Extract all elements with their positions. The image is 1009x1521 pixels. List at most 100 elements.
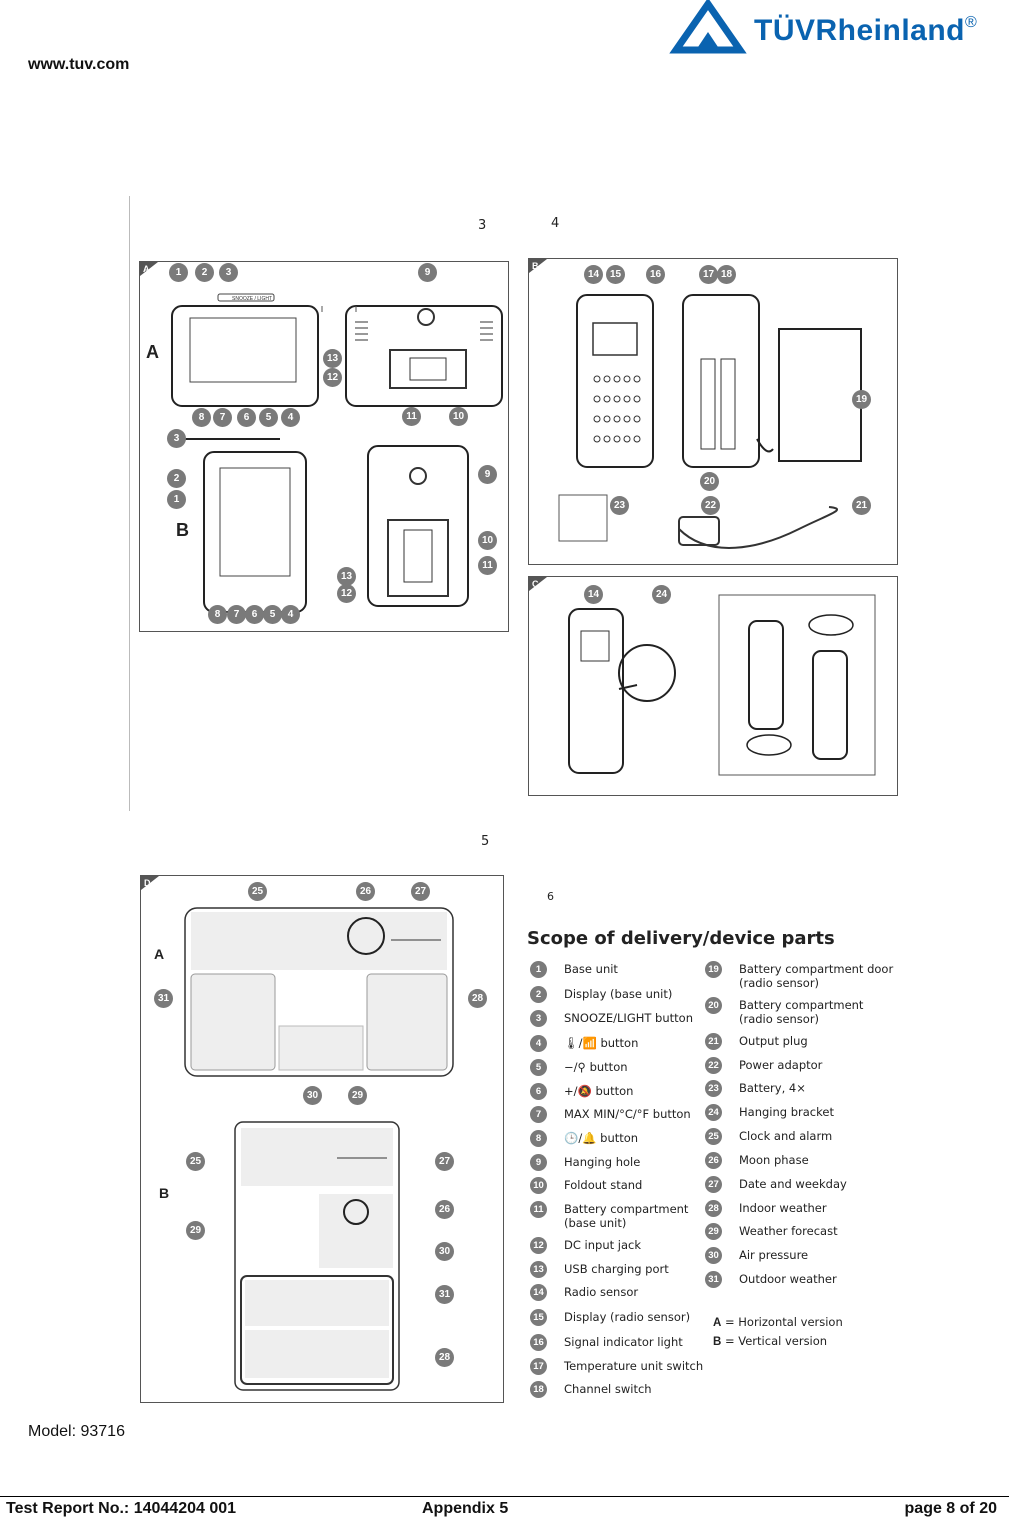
part-number: 22 [705,1057,722,1074]
part-number: 10 [530,1177,547,1194]
footer-divider [0,1496,1009,1497]
page-number: 4 [551,216,560,231]
callout: 9 [418,263,437,282]
version-letter: B [713,1336,722,1348]
callout: 6 [237,408,256,427]
callout: 20 [700,472,719,491]
callout: 31 [154,989,173,1008]
part-number: 20 [705,997,722,1014]
part-number: 31 [705,1271,722,1288]
version-note: B = Vertical version [713,1334,827,1348]
part-label: Power adaptor [739,1058,823,1072]
part-label: Radio sensor [564,1285,639,1299]
logo-text: TÜVRheinland [754,14,966,47]
part-number: 2 [530,986,547,1003]
part-number: 5 [530,1059,547,1076]
part-number: 14 [530,1284,547,1301]
part-label: −/⚲ button [564,1060,628,1074]
callout: 4 [281,605,300,624]
version-letter: A [713,1317,722,1329]
panel-a-base-unit: A SNOOZE / LIGHT A B 1 2 3 9 13 12 8 [139,261,509,632]
base-unit-illustration: SNOOZE / LIGHT [171,293,503,613]
callout: 21 [852,496,871,515]
report-number: Test Report No.: 14044204 001 [6,1500,237,1517]
part-label: DC input jack [564,1238,642,1252]
callout: 29 [348,1086,367,1105]
callout: 26 [435,1200,454,1219]
callout: 5 [263,605,282,624]
part-label: Weather forecast [739,1224,838,1238]
part-label: Base unit [564,962,618,976]
callout: 31 [435,1285,454,1304]
part-number: 11 [530,1201,547,1218]
version-letter: A [146,342,159,362]
part-number: 6 [530,1083,547,1100]
callout: 2 [195,263,214,282]
part-number: 26 [705,1152,722,1169]
part-number: 15 [530,1309,547,1326]
display-layout-illustration [184,907,454,1391]
callout: 14 [584,585,603,604]
part-label: Signal indicator light [564,1335,683,1349]
part-number: 23 [705,1080,722,1097]
page-number: 5 [481,834,490,849]
part-label: Battery compartment [564,1202,689,1216]
callout: 12 [337,584,356,603]
part-label: +/🔕 button [564,1084,634,1098]
part-label: Indoor weather [739,1201,827,1215]
panel-b-radio-sensor: B 14 15 16 17 18 19 20 23 22 21 [528,258,898,565]
version-text: = Vertical version [721,1334,828,1348]
part-label-sub: (radio sensor) [739,1012,820,1026]
part-label: Battery compartment door [739,962,894,976]
part-label: Foldout stand [564,1178,643,1192]
appendix-label: Appendix 5 [422,1500,509,1517]
part-number: 30 [705,1247,722,1264]
part-label: Battery, 4× [739,1081,806,1095]
part-number: 25 [705,1128,722,1145]
part-number: 13 [530,1261,547,1278]
part-number: 27 [705,1176,722,1193]
callout: 28 [468,989,487,1008]
callout: 4 [281,408,300,427]
callout: 30 [303,1086,322,1105]
part-label: Moon phase [739,1153,809,1167]
part-label: Channel switch [564,1382,652,1396]
part-label-sub: (base unit) [564,1216,627,1230]
callout: 10 [449,407,468,426]
part-number: 24 [705,1104,722,1121]
callout: 28 [435,1348,454,1367]
callout: 26 [356,882,375,901]
page-edge [129,196,130,811]
tuv-logo: TÜVRheinland® [668,0,998,56]
part-number: 29 [705,1223,722,1240]
mounting-illustration [568,594,876,776]
part-label: Outdoor weather [739,1272,837,1286]
part-number: 9 [530,1154,547,1171]
version-letter: B [176,520,189,540]
part-number: 8 [530,1130,547,1147]
logo-registered: ® [965,14,978,31]
callout: 17 [699,265,718,284]
part-number: 7 [530,1106,547,1123]
panel-d-display-layout: D A B 25 26 27 31 28 30 29 25 27 29 26 3… [140,875,504,1403]
snooze-light-label: SNOOZE / LIGHT [232,296,272,302]
part-label: SNOOZE/LIGHT button [564,1011,693,1025]
callout: 12 [323,368,342,387]
part-label: Date and weekday [739,1177,847,1191]
callout: 24 [652,585,671,604]
part-label: Air pressure [739,1248,809,1262]
part-number: 12 [530,1237,547,1254]
part-number: 28 [705,1200,722,1217]
callout: 7 [227,605,246,624]
callout: 13 [323,349,342,368]
callout: 6 [245,605,264,624]
part-number: 4 [530,1035,547,1052]
version-letter: A [154,946,165,962]
model-number: Model: 93716 [28,1423,125,1440]
callout: 1 [167,490,186,509]
callout: 15 [606,265,625,284]
callout: 23 [610,496,629,515]
callout: 29 [186,1221,205,1240]
callout: 13 [337,567,356,586]
part-label: MAX MIN/°C/°F button [564,1107,691,1121]
